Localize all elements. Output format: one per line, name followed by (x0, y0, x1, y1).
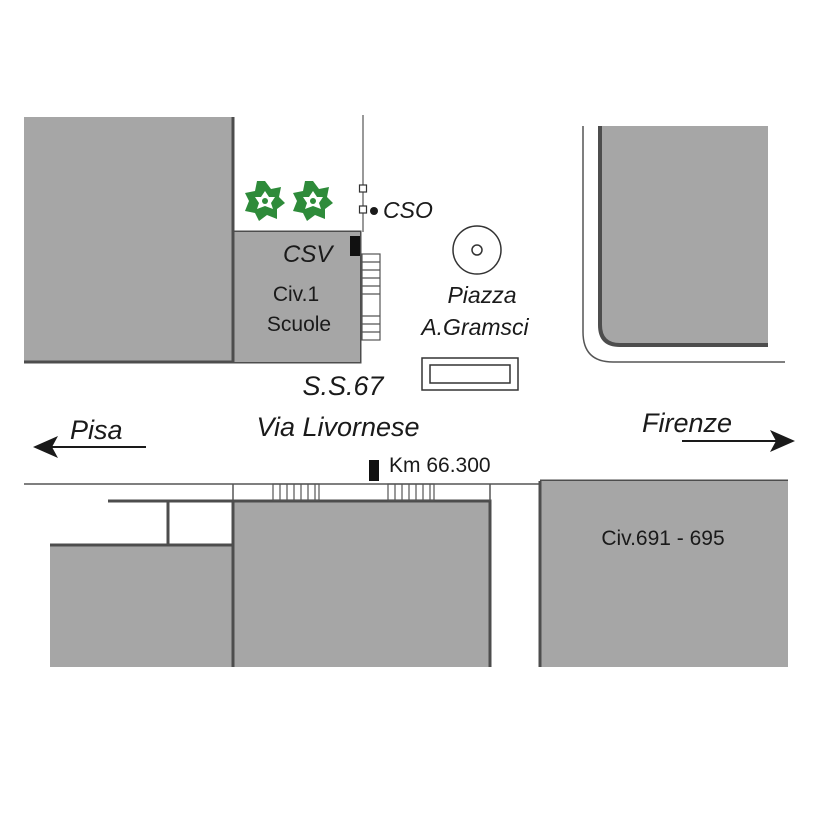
building-civ1-scuole (231, 232, 360, 362)
crosswalk-south-right (387, 483, 435, 501)
tree-icon (293, 181, 333, 221)
block-south-central (231, 484, 492, 667)
pole-icon (358, 115, 378, 232)
bench-icon (421, 357, 519, 391)
fountain-icon (452, 225, 502, 275)
crosswalk-school-side (361, 253, 381, 341)
label-road-number: S.S.67 (302, 371, 384, 401)
block-southeast (538, 481, 788, 667)
label-cso: CSO (383, 197, 433, 223)
block-southwest (50, 543, 233, 667)
label-piazza: Piazza (447, 282, 516, 308)
label-pisa: Pisa (70, 415, 123, 445)
label-csv: CSV (283, 241, 334, 268)
block-northwest (24, 117, 362, 364)
label-civ-south: Civ.691 - 695 (601, 527, 724, 550)
block-northeast (582, 126, 785, 363)
block-southwest-outline (108, 484, 234, 545)
crosswalk-south-left (272, 483, 320, 501)
arrow-left-icon (33, 436, 146, 458)
label-piazza-name: A.Gramsci (419, 314, 529, 340)
tree-icon (245, 181, 285, 221)
arrow-right-icon (682, 430, 795, 452)
bus-stop-icon (350, 236, 360, 256)
km-marker-icon (369, 460, 379, 481)
label-civ1-school: Scuole (267, 313, 331, 336)
label-km-marker: Km 66.300 (389, 454, 491, 477)
label-firenze: Firenze (642, 408, 732, 438)
label-road-name: Via Livornese (256, 412, 419, 442)
label-civ1-number: Civ.1 (273, 283, 319, 306)
